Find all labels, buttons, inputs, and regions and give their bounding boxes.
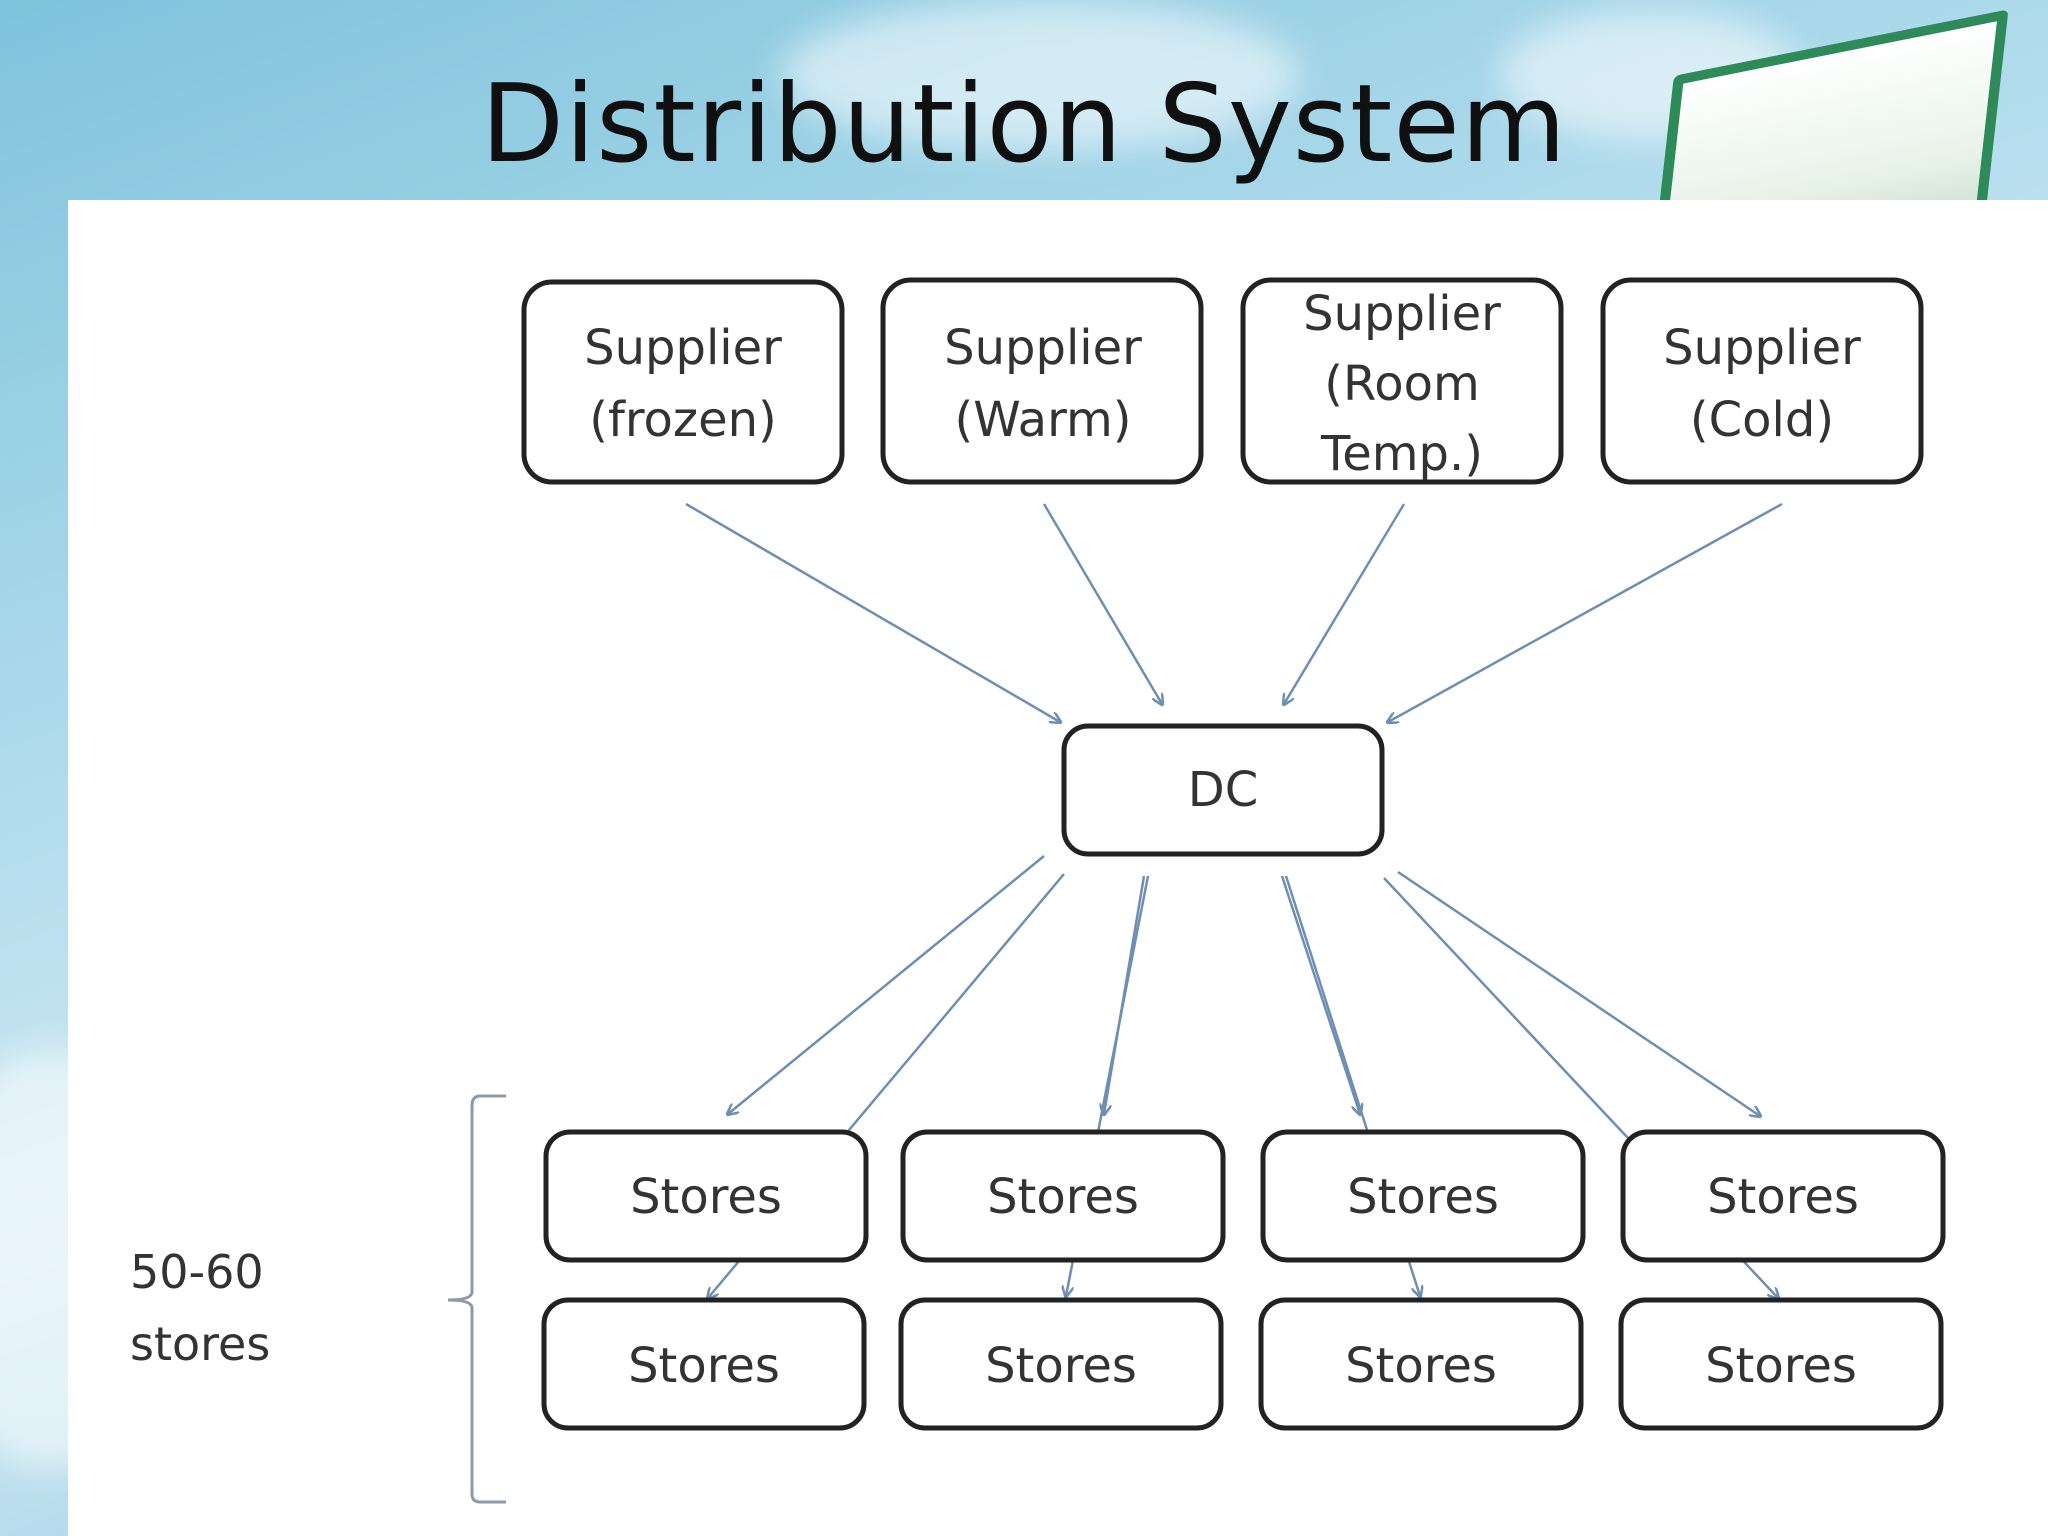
store-label: Stores: [985, 1338, 1137, 1394]
store-node: Stores: [1618, 1297, 1944, 1431]
store-label: Stores: [628, 1338, 780, 1394]
store-count-label: 50-60: [130, 1245, 264, 1299]
supplier-label-line: Temp.): [1320, 426, 1483, 482]
store-label: Stores: [1707, 1169, 1859, 1225]
supplier-label-line: (Cold): [1690, 392, 1834, 448]
supplier-label-line: Supplier: [944, 320, 1142, 376]
distribution-diagram: Supplier (frozen) Supplier (Warm) Suppli…: [130, 277, 1946, 1504]
store-node: Stores: [898, 1297, 1224, 1431]
dc-node: DC: [1061, 723, 1385, 857]
arrow-cold-to-dc: [1388, 502, 1783, 722]
supplier-room-temp-node: Supplier (Room Temp.): [1240, 277, 1564, 485]
store-node: Stores: [543, 1129, 869, 1263]
arrow-warm-to-dc: [1042, 503, 1162, 704]
supplier-label-line: (Room: [1324, 356, 1479, 412]
store-node: Stores: [541, 1297, 867, 1431]
store-label: Stores: [630, 1169, 782, 1225]
arrow-dc-to-store: [1397, 870, 1760, 1116]
supplier-label-line: (Warm): [955, 392, 1132, 448]
store-label: Stores: [1347, 1169, 1499, 1225]
arrow-dc-to-store: [728, 855, 1045, 1114]
supplier-frozen-node: Supplier (frozen): [521, 279, 845, 485]
diagram-panel: Supplier (frozen) Supplier (Warm) Suppli…: [68, 200, 2048, 1536]
store-label: Stores: [1345, 1338, 1497, 1394]
store-node: Stores: [1260, 1129, 1586, 1263]
supplier-label-line: Supplier: [1303, 286, 1501, 342]
supplier-warm-node: Supplier (Warm): [880, 277, 1204, 485]
arrow-frozen-to-dc: [685, 502, 1060, 722]
arrow-room-temp-to-dc: [1284, 503, 1406, 704]
dc-label: DC: [1188, 762, 1258, 818]
slide-title: Distribution System: [480, 62, 1568, 187]
supplier-label-line: Supplier: [584, 320, 782, 376]
supplier-cold-node: Supplier (Cold): [1600, 277, 1924, 485]
background-cloud: [780, 0, 1300, 150]
store-count-label: stores: [130, 1317, 270, 1371]
supplier-label-line: Supplier: [1663, 320, 1861, 376]
store-node: Stores: [1258, 1297, 1584, 1431]
store-group-brace: [447, 1094, 506, 1504]
store-node: Stores: [900, 1129, 1226, 1263]
arrow-dc-to-store: [1280, 875, 1360, 1114]
supplier-label-line: (frozen): [589, 392, 777, 448]
store-label: Stores: [1705, 1338, 1857, 1394]
store-label: Stores: [987, 1169, 1139, 1225]
store-node: Stores: [1620, 1129, 1946, 1263]
